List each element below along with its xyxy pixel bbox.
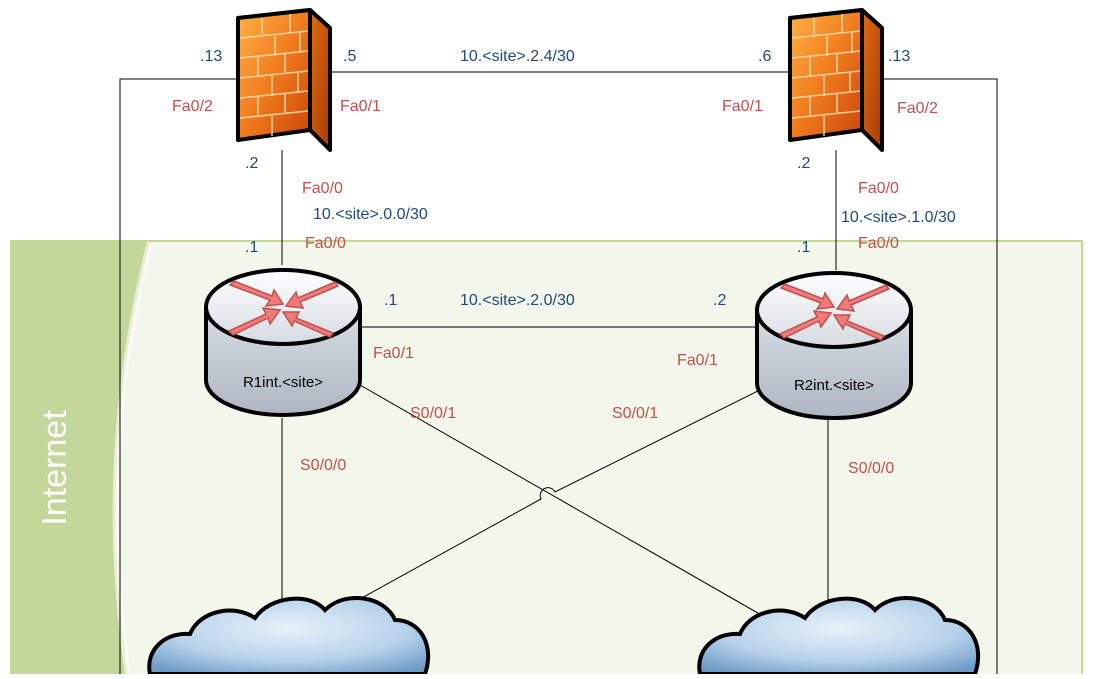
fw2-ip-left: .6 bbox=[758, 48, 771, 65]
fw1-port-fa0-1: Fa0/1 bbox=[340, 98, 381, 115]
fw1-port-fa0-2: Fa0/2 bbox=[172, 98, 213, 115]
r2-port-s0-0-0: S0/0/0 bbox=[848, 460, 894, 477]
subnet-r1-r2: 10.<site>.2.0/30 bbox=[460, 292, 575, 309]
router-1-name: R1int.<site> bbox=[243, 374, 323, 391]
fw1-port-fa0-0: Fa0/0 bbox=[302, 180, 343, 197]
r1-ip-up: .1 bbox=[245, 239, 258, 256]
cloud-2[interactable] bbox=[697, 595, 981, 676]
firewall-icon bbox=[788, 8, 884, 152]
fw2-port-fa0-1: Fa0/1 bbox=[722, 98, 763, 115]
fw2-port-fa0-0: Fa0/0 bbox=[858, 180, 899, 197]
firewall-icon bbox=[236, 8, 332, 152]
internet-zone-label: Internet bbox=[36, 410, 74, 526]
r2-port-s0-0-1: S0/0/1 bbox=[612, 405, 658, 422]
router-2-name: R2int.<site> bbox=[794, 377, 874, 394]
firewall-2[interactable] bbox=[788, 8, 884, 152]
r1-port-fa0-0: Fa0/0 bbox=[305, 235, 346, 252]
r1-ip-right: .1 bbox=[384, 292, 397, 309]
r2-ip-up: .1 bbox=[797, 239, 810, 256]
router-1[interactable]: R1int.<site> bbox=[204, 268, 362, 417]
fw2-ip-right: .13 bbox=[888, 48, 910, 65]
cloud-icon bbox=[147, 595, 431, 676]
subnet-fw1-fw2: 10.<site>.2.4/30 bbox=[460, 48, 575, 65]
r2-ip-left: .2 bbox=[713, 292, 726, 309]
internet-zone-highlight bbox=[112, 241, 153, 675]
link-fw2-outer bbox=[880, 78, 998, 674]
r2-port-fa0-1: Fa0/1 bbox=[677, 352, 718, 369]
link-fw1-outer bbox=[119, 78, 238, 674]
links bbox=[119, 71, 998, 674]
fw2-ip-down: .2 bbox=[797, 155, 810, 172]
r1-port-s0-0-1: S0/0/1 bbox=[410, 405, 456, 422]
router-2[interactable]: R2int.<site> bbox=[755, 271, 913, 420]
fw1-ip-left: .13 bbox=[200, 48, 222, 65]
link-r2-cloud1 bbox=[339, 384, 771, 611]
r2-port-fa0-0: Fa0/0 bbox=[858, 235, 899, 252]
fw1-ip-right: .5 bbox=[343, 48, 356, 65]
subnet-fw1-r1: 10.<site>.0.0/30 bbox=[313, 206, 428, 223]
router-icon bbox=[755, 271, 913, 420]
fw2-port-fa0-2: Fa0/2 bbox=[897, 100, 938, 117]
r1-port-fa0-1: Fa0/1 bbox=[373, 345, 414, 362]
subnet-fw2-r2: 10.<site>.1.0/30 bbox=[841, 209, 956, 226]
fw1-ip-down: .2 bbox=[245, 155, 258, 172]
link-r1-cloud2 bbox=[359, 384, 771, 621]
cloud-1[interactable] bbox=[147, 595, 431, 676]
router-icon bbox=[204, 268, 362, 417]
r1-port-s0-0-0: S0/0/0 bbox=[300, 457, 346, 474]
cloud-icon bbox=[697, 595, 981, 676]
firewall-1[interactable] bbox=[236, 8, 332, 152]
